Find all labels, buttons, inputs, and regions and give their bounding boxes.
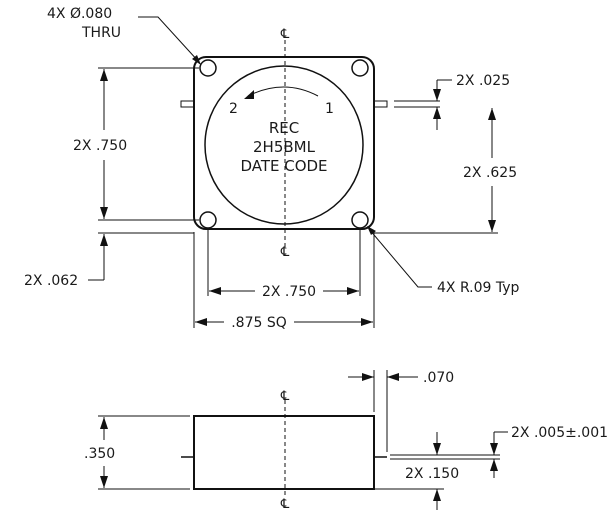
hole-note-arrowhead <box>192 55 201 65</box>
dim-arrow-625-top <box>488 108 496 120</box>
hole-note-line-2: THRU <box>81 25 121 41</box>
centerline-symbol-side-bottom: ℄ <box>280 497 290 512</box>
dim-tab-width: 2X .025 <box>456 73 510 89</box>
dim-hole-spacing-vertical: 2X .750 <box>73 138 127 154</box>
dim-tab-offset: 2X .150 <box>405 466 459 482</box>
radius-arrowhead <box>367 226 376 235</box>
dim-tab-spacing: 2X .625 <box>463 165 517 181</box>
dim-hole-spacing-horizontal: 2X .750 <box>262 284 316 300</box>
dim-height: .350 <box>84 446 115 462</box>
dim-arrow-350-bottom <box>100 476 108 488</box>
dim-hole-edge-offset: 2X .062 <box>24 273 78 289</box>
dim-arrow-625-bottom <box>488 220 496 232</box>
marking-line-1: REC <box>269 119 299 137</box>
dim-arrow-350-top <box>100 417 108 429</box>
dim-arrow-horiz-750-left <box>209 287 221 295</box>
body-circle <box>204 65 364 225</box>
dim-arrow-005-top <box>490 443 498 455</box>
circulation-arrowhead <box>244 90 254 99</box>
right-tab <box>373 100 388 108</box>
left-tab <box>180 100 195 108</box>
dim-arrow-070-left <box>362 373 374 381</box>
dim-arrow-070-right <box>387 373 399 381</box>
dim-arrow-vert-750-top <box>100 69 108 81</box>
device-body-outline <box>193 56 375 230</box>
centerline-symbol-top: ℄ <box>280 27 290 42</box>
dim-tab-length: .070 <box>423 370 454 386</box>
dim-arrow-005-bottom <box>490 459 498 471</box>
centerline-symbol-top-lower: ℄ <box>280 245 290 260</box>
port-2-label: 2 <box>229 101 238 117</box>
dim-arrow-875-right <box>361 318 373 326</box>
hole-note-leader <box>138 16 200 63</box>
dim-arrow-150-bottom <box>433 489 441 501</box>
side-body-outline <box>193 415 375 490</box>
dim-corner-radius: 4X R.09 Typ <box>437 280 520 296</box>
hole-note-line-1: 4X Ø.080 <box>47 6 112 22</box>
marking-line-2: 2H5BML <box>253 138 316 156</box>
centerline-symbol-side-top: ℄ <box>280 389 290 404</box>
mounting-hole-tr <box>351 59 369 77</box>
dim-arrow-150-top <box>433 443 441 455</box>
mounting-hole-tl <box>199 59 217 77</box>
dim-arrow-horiz-750-right <box>347 287 359 295</box>
side-view: ℄ ℄ .350 .070 2X .005±.001 2X .150 <box>84 370 608 512</box>
dim-arrow-875-left <box>195 318 207 326</box>
circulation-arrow <box>247 86 319 97</box>
dim-arrow-062-up <box>100 234 108 246</box>
dim-tab-thickness: 2X .005±.001 <box>511 425 608 441</box>
marking-line-3: DATE CODE <box>240 157 327 175</box>
dim-overall-square: .875 SQ <box>231 315 287 331</box>
radius-leader <box>368 228 432 288</box>
top-view: ℄ ℄ 2 1 REC 2H5BML DATE CODE 4X Ø.080 TH… <box>24 6 520 331</box>
port-1-label: 1 <box>325 101 334 117</box>
dim-arrow-025-top <box>433 89 441 101</box>
dim-arrow-025-bottom <box>433 107 441 119</box>
